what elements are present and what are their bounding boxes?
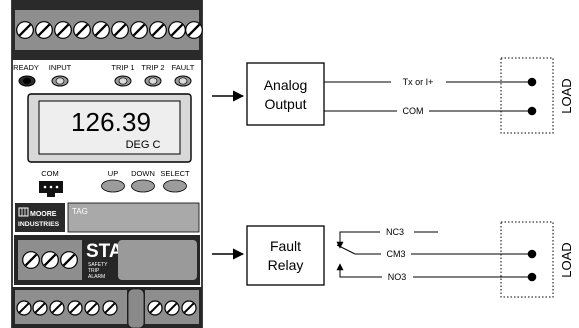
trip2-led-icon: [144, 75, 162, 87]
terminal-screw[interactable]: [32, 300, 48, 316]
model-sub-safety: SAFETY: [88, 262, 108, 268]
terminal-screw[interactable]: [147, 300, 163, 316]
terminal-dot: [527, 249, 537, 259]
relay-wires: NC3 CM3 NO3: [336, 227, 537, 282]
terminal-screw[interactable]: [102, 300, 118, 316]
wire-label-no3: NO3: [388, 272, 407, 282]
wire-label-cm3: CM3: [386, 249, 405, 259]
sta-device: READY INPUT TRIP 1 TRIP 2 FAULT 126.39 D…: [11, 0, 204, 328]
terminal-screw[interactable]: [53, 20, 73, 40]
analog-wires: Tx or I+ COM: [324, 77, 537, 116]
wire-label-com: COM: [403, 106, 424, 116]
up-button[interactable]: [101, 179, 125, 193]
lcd-screen: [38, 100, 181, 155]
indicator-label-ready: READY: [13, 63, 39, 72]
down-button-label: DOWN: [131, 169, 155, 178]
logo-text-industries: INDUSTRIES: [18, 221, 60, 228]
terminal-screw[interactable]: [110, 20, 130, 40]
terminal-screw[interactable]: [49, 300, 65, 316]
terminal-screw[interactable]: [164, 300, 180, 316]
sta-model-label: [84, 238, 118, 282]
up-button-label: UP: [108, 169, 118, 178]
indicator-label-trip1: TRIP 1: [111, 63, 134, 72]
terminal-screw[interactable]: [129, 20, 149, 40]
terminal-screw[interactable]: [59, 250, 79, 270]
terminal-screw[interactable]: [84, 300, 100, 316]
model-name: STA: [86, 241, 123, 262]
com-port-label: COM: [41, 169, 59, 178]
select-button[interactable]: [163, 179, 187, 193]
tag-area: [67, 202, 200, 233]
down-button[interactable]: [131, 179, 155, 193]
terminal-screw[interactable]: [34, 20, 54, 40]
indicator-leds: [18, 75, 192, 87]
terminal-screw[interactable]: [181, 300, 197, 316]
analog-load-label: LOAD: [559, 78, 574, 113]
relay-load-label: LOAD: [559, 242, 574, 277]
com-port-icon[interactable]: [39, 181, 63, 197]
wire-label-tx: Tx or I+: [403, 77, 434, 87]
sta-label-panel: [118, 240, 197, 280]
fault-relay-line1: Fault: [270, 238, 301, 254]
terminal-screw[interactable]: [184, 20, 204, 40]
analog-load-box: [500, 57, 554, 134]
indicator-label-fault: FAULT: [172, 63, 195, 72]
terminal-dot: [527, 106, 537, 116]
terminal-screw[interactable]: [15, 20, 35, 40]
trip1-led-icon: [114, 75, 132, 87]
ready-led-icon: [18, 75, 36, 87]
analog-output-box: [246, 62, 325, 126]
analog-output-line1: Analog: [264, 77, 308, 93]
terminal-dot: [527, 77, 537, 87]
terminal-screw[interactable]: [72, 20, 92, 40]
indicator-label-trip2: TRIP 2: [141, 63, 164, 72]
wire-label-nc3: NC3: [386, 227, 404, 237]
terminal-screw[interactable]: [91, 20, 111, 40]
select-button-label: SELECT: [160, 169, 190, 178]
input-led-icon: [51, 75, 69, 87]
terminal-screw[interactable]: [40, 250, 60, 270]
indicator-label-input: INPUT: [49, 63, 72, 72]
tag-label: TAG: [72, 207, 88, 216]
fault-relay-line2: Relay: [268, 257, 304, 273]
terminal-dot: [527, 272, 537, 282]
relay-load-box: [500, 221, 554, 298]
release-tab[interactable]: [127, 288, 145, 328]
terminal-screw[interactable]: [148, 20, 168, 40]
display-value: 126.39: [71, 107, 151, 137]
terminal-screw[interactable]: [21, 250, 41, 270]
terminal-screw[interactable]: [16, 300, 32, 316]
display-unit: DEG C: [126, 139, 161, 151]
fault-led-icon: [174, 75, 192, 87]
analog-output-line2: Output: [264, 96, 306, 112]
terminal-screw[interactable]: [167, 20, 187, 40]
logo-text-moore: MOORE: [30, 211, 57, 218]
model-sub-alarm: ALARM: [88, 274, 105, 280]
model-sub-trip: TRIP: [88, 268, 100, 274]
fault-relay-box: [246, 225, 325, 286]
terminal-screw[interactable]: [67, 300, 83, 316]
